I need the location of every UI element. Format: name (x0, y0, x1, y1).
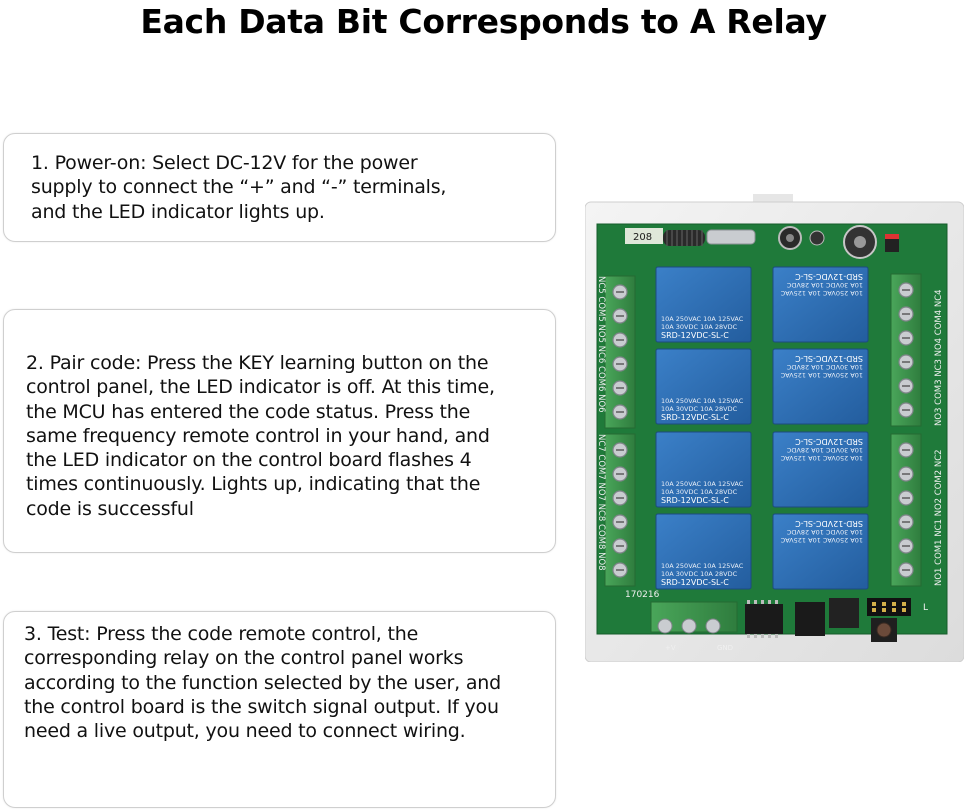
relay-k5: 10A 250VAC 10A 125VAC 10A 30VDC 10A 28VD… (655, 266, 752, 343)
svg-text:10A 250VAC 10A 125VAC: 10A 250VAC 10A 125VAC (780, 454, 863, 462)
svg-text:SRD-12VDC-SL-C: SRD-12VDC-SL-C (661, 496, 729, 505)
svg-text:SRD-12VDC-SL-C: SRD-12VDC-SL-C (795, 272, 863, 281)
ic-chips (745, 598, 859, 638)
jumper-pins (867, 598, 911, 616)
svg-text:10A 30VDC 10A 28VDC: 10A 30VDC 10A 28VDC (661, 405, 738, 413)
svg-text:10A 250VAC 10A 125VAC: 10A 250VAC 10A 125VAC (661, 562, 744, 570)
svg-text:10A 30VDC 10A 28VDC: 10A 30VDC 10A 28VDC (786, 528, 863, 536)
svg-text:10A 250VAC 10A 125VAC: 10A 250VAC 10A 125VAC (661, 397, 744, 405)
svg-text:SRD-12VDC-SL-C: SRD-12VDC-SL-C (795, 354, 863, 363)
svg-text:10A 250VAC 10A 125VAC: 10A 250VAC 10A 125VAC (780, 371, 863, 379)
svg-text:10A 30VDC 10A 28VDC: 10A 30VDC 10A 28VDC (786, 446, 863, 454)
right-bottom-terminal-labels: NO1 COM1 NC1 NO2 COM2 NC2 (934, 449, 944, 586)
step-card-pair-code: 2. Pair code: Press the KEY learning but… (3, 309, 556, 553)
terminal-block-right-bottom (890, 433, 922, 587)
left-top-terminal-labels: NC5 COM5 NO5 NC6 COM6 NO6 (596, 276, 606, 413)
svg-text:SRD-12VDC-SL-C: SRD-12VDC-SL-C (661, 578, 729, 587)
learn-key-button (871, 618, 897, 642)
terminal-block-left-top (604, 275, 636, 429)
step-card-test: 3. Test: Press the code remote control, … (3, 611, 556, 808)
power-terminal (650, 601, 738, 634)
svg-text:10A 30VDC 10A 28VDC: 10A 30VDC 10A 28VDC (661, 488, 738, 496)
date-code-text: 170216 (625, 590, 660, 600)
relay-k6: 10A 250VAC 10A 125VAC 10A 30VDC 10A 28VD… (655, 348, 752, 425)
svg-text:10A 30VDC 10A 28VDC: 10A 30VDC 10A 28VDC (786, 363, 863, 371)
jumper-mark-text: L (923, 603, 928, 613)
power-plus-label: +V (665, 644, 676, 652)
right-top-terminal-labels: NO3 COM3 NC3 NO4 COM4 NC4 (934, 289, 944, 426)
step-card-power-on: 1. Power-on: Select DC-12V for the power… (3, 133, 556, 242)
svg-text:10A 30VDC 10A 28VDC: 10A 30VDC 10A 28VDC (661, 323, 738, 331)
svg-text:10A 250VAC 10A 125VAC: 10A 250VAC 10A 125VAC (661, 315, 744, 323)
terminal-block-right-top (890, 273, 922, 427)
svg-text:SRD-12VDC-SL-C: SRD-12VDC-SL-C (661, 331, 729, 340)
relay-k1: SRD-12VDC-SL-C 10A 30VDC 10A 28VDC 10A 2… (772, 513, 869, 590)
relay-k8: 10A 250VAC 10A 125VAC 10A 30VDC 10A 28VD… (655, 513, 752, 590)
svg-text:10A 30VDC 10A 28VDC: 10A 30VDC 10A 28VDC (661, 570, 738, 578)
relay-board-image: 208 (585, 194, 964, 662)
power-gnd-label: GND (717, 644, 733, 652)
relay-k4: SRD-12VDC-SL-C 10A 30VDC 10A 28VDC 10A 2… (772, 266, 869, 343)
step-text-power-on: 1. Power-on: Select DC-12V for the power… (31, 152, 447, 223)
capacitors (778, 225, 899, 259)
svg-text:SRD-12VDC-SL-C: SRD-12VDC-SL-C (661, 413, 729, 422)
pcb-mark-text: 208 (633, 232, 652, 243)
svg-text:10A 250VAC 10A 125VAC: 10A 250VAC 10A 125VAC (661, 480, 744, 488)
step-text-test: 3. Test: Press the code remote control, … (24, 623, 501, 743)
svg-text:10A 250VAC 10A 125VAC: 10A 250VAC 10A 125VAC (780, 289, 863, 297)
svg-text:SRD-12VDC-SL-C: SRD-12VDC-SL-C (795, 437, 863, 446)
left-bottom-terminal-labels: NC7 COM7 NO7 NC8 COM8 NO8 (596, 434, 606, 571)
relay-k7: 10A 250VAC 10A 125VAC 10A 30VDC 10A 28VD… (655, 431, 752, 508)
page-title: Each Data Bit Corresponds to A Relay (140, 2, 827, 41)
step-text-pair-code: 2. Pair code: Press the KEY learning but… (26, 352, 495, 520)
antenna-coil (625, 228, 756, 246)
pcb (596, 223, 948, 635)
svg-text:SRD-12VDC-SL-C: SRD-12VDC-SL-C (795, 519, 863, 528)
terminal-block-left-bottom (604, 433, 636, 587)
relay-k3: SRD-12VDC-SL-C 10A 30VDC 10A 28VDC 10A 2… (772, 348, 869, 425)
svg-text:10A 30VDC 10A 28VDC: 10A 30VDC 10A 28VDC (786, 281, 863, 289)
relay-k2: SRD-12VDC-SL-C 10A 30VDC 10A 28VDC 10A 2… (772, 431, 869, 508)
svg-text:10A 250VAC 10A 125VAC: 10A 250VAC 10A 125VAC (780, 536, 863, 544)
